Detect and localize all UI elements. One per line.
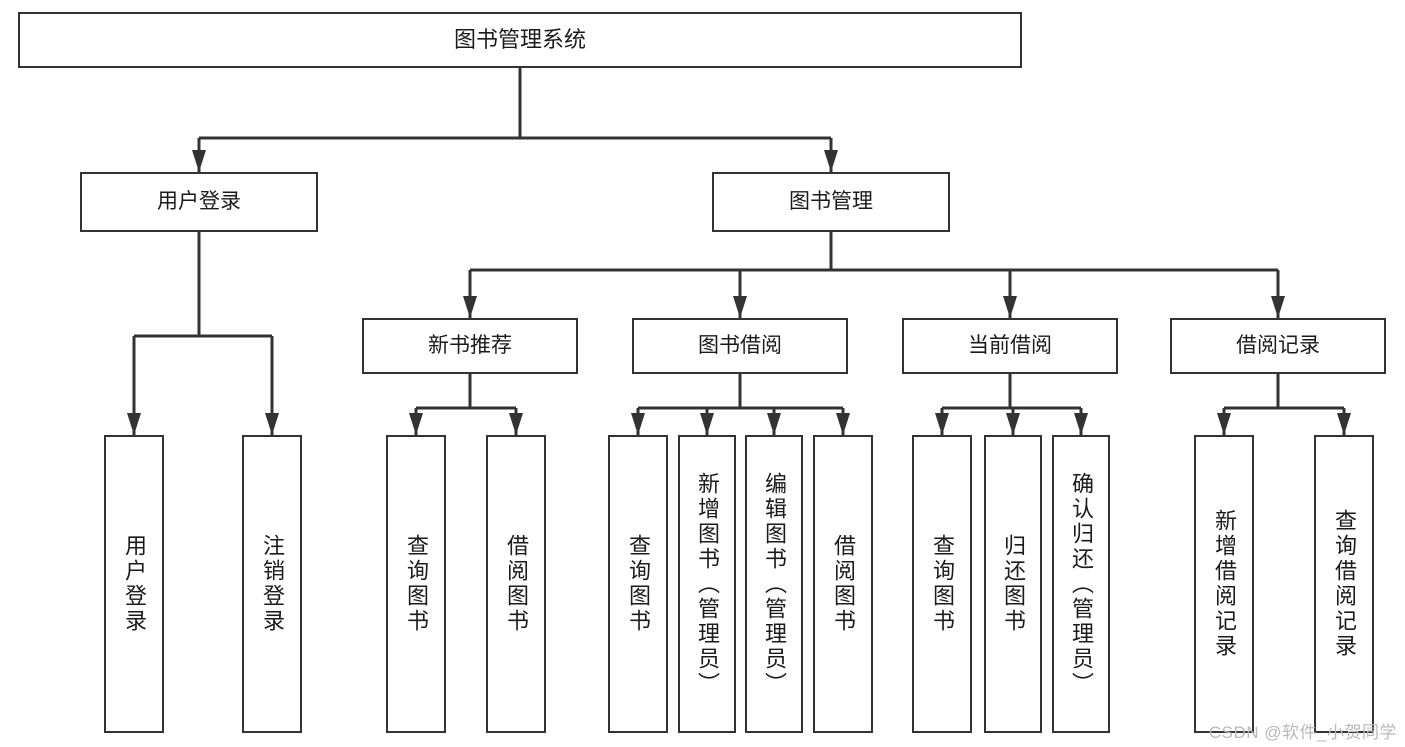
edge-arrowhead	[265, 413, 279, 435]
node-l-logout[interactable]: 注销登录	[242, 435, 302, 733]
node-l-nb-borrow[interactable]: 借阅图书	[486, 435, 546, 733]
node-label: 新书推荐	[428, 333, 512, 357]
node-l-cu-return[interactable]: 归还图书	[984, 435, 1042, 733]
edge-arrowhead	[1074, 413, 1088, 435]
node-label: 查询图书	[626, 534, 651, 634]
node-label: 借阅图书	[504, 534, 529, 634]
node-l-bw-edit[interactable]: 编辑图书（管理员）	[745, 435, 803, 733]
node-l-rc-add[interactable]: 新增借阅记录	[1194, 435, 1254, 733]
node-l-bw-borrow[interactable]: 借阅图书	[813, 435, 873, 733]
node-l-bw-query[interactable]: 查询图书	[608, 435, 668, 733]
node-records[interactable]: 借阅记录	[1170, 318, 1386, 374]
node-label: 图书借阅	[698, 333, 782, 357]
node-l-cu-query[interactable]: 查询图书	[912, 435, 972, 733]
node-label: 用户登录	[157, 189, 241, 213]
node-label: 借阅记录	[1236, 333, 1320, 357]
edge-arrowhead	[824, 150, 838, 172]
watermark: CSDN @软件_小贺同学	[1208, 723, 1397, 742]
edge-arrowhead	[1337, 413, 1351, 435]
edge-arrowhead	[631, 413, 645, 435]
node-label: 归还图书	[1001, 534, 1026, 634]
node-label: 用户登录	[122, 534, 147, 634]
node-l-userlogin[interactable]: 用户登录	[104, 435, 164, 733]
node-label: 查询借阅记录	[1332, 509, 1357, 659]
node-label: 编辑图书（管理员）	[762, 471, 787, 697]
node-label: 图书管理	[789, 189, 873, 213]
node-label: 查询图书	[930, 534, 955, 634]
edge-arrowhead	[836, 413, 850, 435]
node-label: 当前借阅	[968, 333, 1052, 357]
node-root[interactable]: 图书管理系统	[18, 12, 1022, 68]
node-label: 新增借阅记录	[1212, 509, 1237, 659]
node-bookmgmt[interactable]: 图书管理	[712, 172, 950, 232]
edge-arrowhead	[767, 413, 781, 435]
node-login[interactable]: 用户登录	[80, 172, 318, 232]
edge-arrowhead	[1003, 296, 1017, 318]
edge-arrowhead	[935, 413, 949, 435]
edge-arrowhead	[409, 413, 423, 435]
edge-arrowhead	[463, 296, 477, 318]
node-l-cu-confirm[interactable]: 确认归还（管理员）	[1052, 435, 1110, 733]
edge-arrowhead	[127, 413, 141, 435]
edge-arrowhead	[509, 413, 523, 435]
node-current[interactable]: 当前借阅	[902, 318, 1118, 374]
edge-arrowhead	[1006, 413, 1020, 435]
node-label: 新增图书（管理员）	[695, 471, 720, 697]
node-l-bw-add[interactable]: 新增图书（管理员）	[678, 435, 736, 733]
node-l-nb-query[interactable]: 查询图书	[386, 435, 446, 733]
edge-arrowhead	[700, 413, 714, 435]
node-label: 确认归还（管理员）	[1069, 471, 1094, 697]
edge-arrowhead	[192, 150, 206, 172]
edge-arrowhead	[733, 296, 747, 318]
edge-arrowhead	[1217, 413, 1231, 435]
node-label: 借阅图书	[831, 534, 856, 634]
node-newbook[interactable]: 新书推荐	[362, 318, 578, 374]
node-label: 图书管理系统	[453, 27, 586, 53]
node-label: 注销登录	[260, 534, 285, 634]
node-borrow[interactable]: 图书借阅	[632, 318, 848, 374]
node-label: 查询图书	[404, 534, 429, 634]
node-l-rc-query[interactable]: 查询借阅记录	[1314, 435, 1374, 733]
edge-arrowhead	[1271, 296, 1285, 318]
